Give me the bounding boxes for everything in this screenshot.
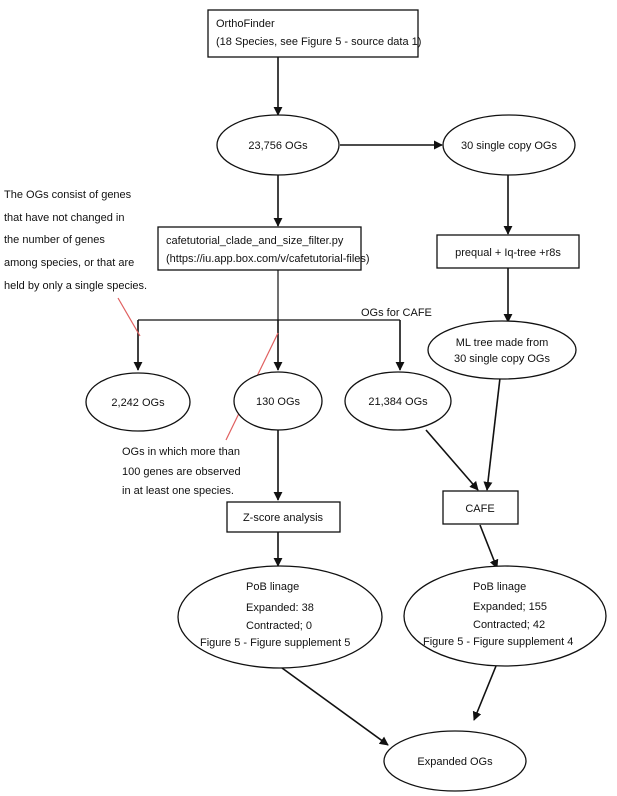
node-pob-left: PoB linage Expanded: 38 Contracted; 0 Fi…: [177, 565, 383, 669]
annotation-over100-line3: in at least one species.: [122, 485, 234, 497]
single-copy-label: 30 single copy OGs: [461, 140, 557, 152]
node-expanded-ogs: Expanded OGs: [383, 730, 527, 792]
orthofinder-subtitle: (18 Species, see Figure 5 - source data …: [216, 36, 421, 48]
annotation-over100: OGs in which more than 100 genes are obs…: [122, 446, 241, 497]
node-pob-right: PoB linage Expanded; 155 Contracted; 42 …: [403, 565, 607, 667]
pob-left-expanded: Expanded: 38: [246, 602, 314, 614]
node-cafe: CAFE: [442, 490, 519, 525]
annotation-unchanged-line1: The OGs consist of genes: [4, 189, 132, 201]
ogs-21384-label: 21,384 OGs: [368, 396, 428, 408]
ogs-130-label: 130 OGs: [256, 396, 301, 408]
annotation-unchanged-line5: held by only a single species.: [4, 280, 147, 292]
node-filter-script: cafetutorial_clade_and_size_filter.py (h…: [157, 226, 370, 271]
node-orthofinder: OrthoFinder (18 Species, see Figure 5 - …: [207, 9, 421, 58]
edge-pob-right-to-expanded: [472, 665, 497, 721]
ogs-for-cafe-label: OGs for CAFE: [361, 307, 432, 319]
annotation-unchanged-line3: the number of genes: [4, 234, 105, 246]
filter-script-name: cafetutorial_clade_and_size_filter.py: [166, 235, 344, 247]
annotation-over100-line2: 100 genes are observed: [122, 466, 241, 478]
annotation-unchanged-line4: among species, or that are: [4, 257, 134, 269]
annotation-unchanged-line2: that have not changed in: [4, 212, 124, 224]
pob-left-figure-ref: Figure 5 - Figure supplement 5: [200, 637, 350, 649]
pointer-unchanged: [117, 297, 141, 337]
annotation-over100-line1: OGs in which more than: [122, 446, 240, 458]
node-ogs-130: 130 OGs: [233, 371, 323, 431]
edge-pob-left-to-expanded: [281, 667, 389, 746]
edge-21384-to-cafe: [425, 429, 479, 491]
orthofinder-title: OrthoFinder: [216, 18, 275, 30]
pob-right-figure-ref: Figure 5 - Figure supplement 4: [423, 636, 573, 648]
prequal-label: prequal + Iq-tree +r8s: [455, 247, 561, 259]
pob-right-expanded: Expanded; 155: [473, 601, 547, 613]
filter-script-url: (https://iu.app.box.com/v/cafetutorial-f…: [166, 253, 370, 265]
ogs-total-label: 23,756 OGs: [248, 140, 308, 152]
node-ogs-total: 23,756 OGs: [216, 114, 340, 176]
ml-tree-line2: 30 single copy OGs: [454, 353, 550, 365]
edges: [133, 57, 513, 746]
node-zscore: Z-score analysis: [226, 501, 341, 533]
node-ogs-21384: 21,384 OGs: [344, 371, 452, 431]
expanded-ogs-label: Expanded OGs: [417, 756, 493, 768]
node-ml-tree: ML tree made from 30 single copy OGs: [427, 320, 577, 380]
pob-left-contracted: Contracted; 0: [246, 620, 312, 632]
node-ogs-2242: 2,242 OGs: [85, 372, 191, 432]
ml-tree-line1: ML tree made from: [456, 337, 549, 349]
ogs-2242-label: 2,242 OGs: [111, 397, 165, 409]
edge-ml-tree-to-cafe: [483, 377, 501, 491]
pob-right-contracted: Contracted; 42: [473, 619, 545, 631]
zscore-label: Z-score analysis: [243, 512, 324, 524]
node-single-copy: 30 single copy OGs: [442, 114, 576, 176]
edge-cafe-to-pob-right: [479, 524, 499, 569]
node-prequal: prequal + Iq-tree +r8s: [436, 234, 580, 269]
annotation-unchanged: The OGs consist of genes that have not c…: [4, 189, 147, 292]
pob-left-title: PoB linage: [246, 581, 299, 593]
pob-right-title: PoB linage: [473, 581, 526, 593]
cafe-label: CAFE: [465, 503, 494, 515]
